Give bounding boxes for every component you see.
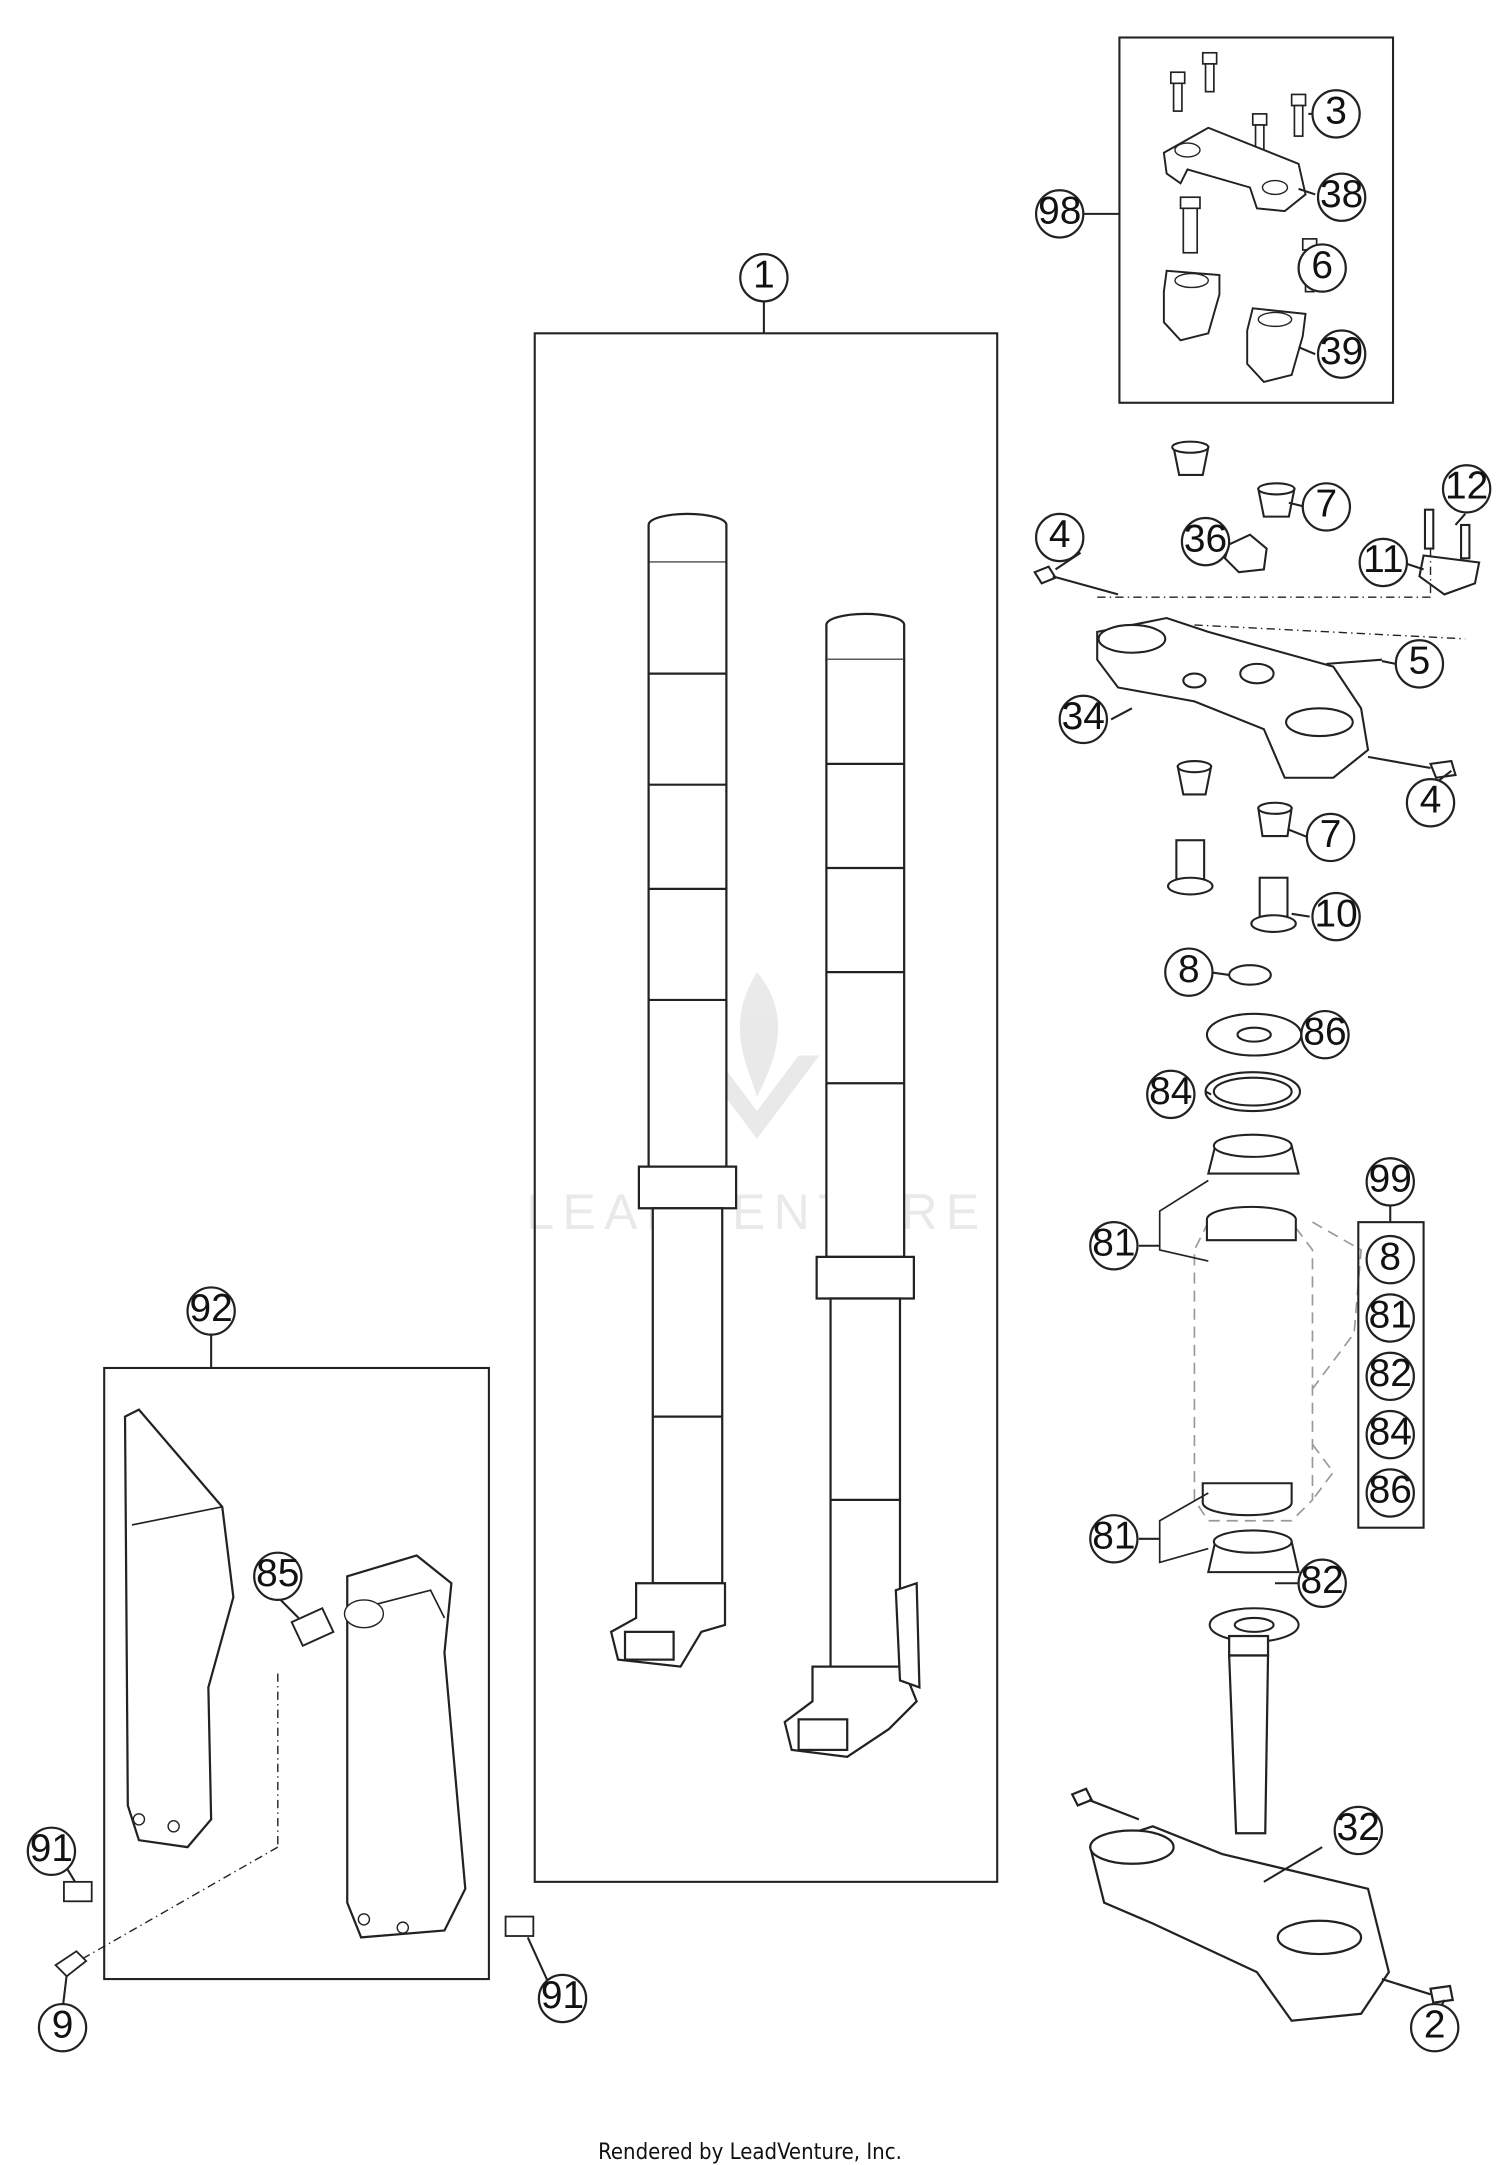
watermark: LEADVENTURE	[526, 972, 987, 1240]
callout-34: 34	[1058, 694, 1109, 745]
fork-assembly-group	[533, 298, 999, 1883]
handlebar-lower-clamp	[1162, 269, 1221, 342]
callout-1: 1	[739, 253, 789, 303]
svg-text:8: 8	[1379, 1235, 1401, 1278]
callout-92: 92	[186, 1286, 236, 1336]
callout-5: 5	[1394, 639, 1445, 689]
callout-86: 86	[1300, 1009, 1350, 1060]
svg-text:11: 11	[1363, 538, 1403, 581]
fork-guard-group	[54, 1333, 535, 1981]
kit-99-contents: 8 81 82 84 86	[1365, 1234, 1415, 1518]
svg-text:81: 81	[1369, 1294, 1412, 1337]
callout-9: 9	[37, 2002, 88, 2053]
svg-text:6: 6	[1311, 244, 1333, 287]
upper-triple-clamp-group	[1033, 440, 1481, 1113]
callout-36: 36	[1180, 516, 1231, 567]
kit-99-item: 82	[1365, 1351, 1415, 1402]
upper-triple-clamp	[1096, 616, 1370, 779]
svg-text:7: 7	[1320, 813, 1342, 856]
callout-91: 91	[26, 1826, 77, 1877]
svg-text:39: 39	[1320, 330, 1363, 373]
svg-text:4: 4	[1420, 778, 1442, 821]
svg-text:91: 91	[541, 1974, 584, 2017]
svg-text:84: 84	[1369, 1410, 1412, 1453]
callout-84: 84	[1146, 1069, 1196, 1120]
callout-38: 38	[1316, 172, 1367, 222]
svg-text:86: 86	[1303, 1010, 1346, 1053]
kit-99-item: 8	[1365, 1234, 1415, 1285]
svg-text:92: 92	[190, 1287, 233, 1330]
callout-81: 81	[1089, 1514, 1139, 1564]
callout-32: 32	[1333, 1805, 1384, 1856]
svg-text:81: 81	[1092, 1221, 1135, 1264]
watermark-text: LEADVENTURE	[526, 1184, 987, 1240]
steering-nut	[1223, 533, 1268, 574]
kit-99-item: 86	[1365, 1468, 1415, 1518]
steering-damper-plate	[1418, 554, 1481, 596]
callout-81: 81	[1089, 1221, 1139, 1271]
svg-text:86: 86	[1369, 1469, 1412, 1512]
callout-3: 3	[1311, 89, 1361, 139]
callout-7: 7	[1305, 812, 1356, 863]
screw-9	[54, 1950, 88, 1978]
svg-text:82: 82	[1369, 1352, 1412, 1395]
guard-clip	[290, 1606, 335, 1648]
svg-text:91: 91	[30, 1827, 73, 1870]
kit-99-item: 81	[1365, 1293, 1415, 1343]
callout-85: 85	[253, 1551, 303, 1602]
svg-text:82: 82	[1301, 1559, 1344, 1602]
callout-7: 7	[1301, 482, 1352, 532]
left-fork-leg	[609, 512, 738, 1668]
callout-bubbles: 1983386391273641153447108868499818182322…	[26, 89, 1492, 2053]
steering-bearing-group	[1158, 1133, 1362, 1643]
callout-8: 8	[1164, 947, 1214, 997]
clamp-bolt	[1169, 51, 1307, 151]
callout-39: 39	[1316, 329, 1367, 379]
svg-text:38: 38	[1320, 173, 1363, 216]
collar-nut-left	[63, 1880, 93, 1903]
collar-nut-right	[504, 1915, 535, 1937]
callout-12: 12	[1441, 464, 1492, 514]
svg-text:98: 98	[1038, 190, 1081, 233]
svg-text:3: 3	[1325, 90, 1347, 133]
svg-text:36: 36	[1184, 517, 1227, 560]
callout-99: 99	[1365, 1157, 1415, 1207]
kit-99-item: 84	[1365, 1409, 1415, 1460]
svg-text:9: 9	[52, 2003, 74, 2046]
svg-text:81: 81	[1092, 1515, 1135, 1558]
svg-text:2: 2	[1424, 2003, 1446, 2046]
callout-10: 10	[1311, 891, 1361, 942]
lower-triple-clamp	[1070, 1634, 1455, 2022]
callout-4: 4	[1034, 512, 1085, 563]
svg-text:5: 5	[1409, 640, 1431, 683]
svg-text:34: 34	[1062, 695, 1105, 738]
svg-text:32: 32	[1337, 1806, 1380, 1849]
left-fork-guard	[123, 1408, 235, 1849]
right-fork-leg	[783, 612, 921, 1759]
svg-text:85: 85	[256, 1552, 299, 1595]
callout-11: 11	[1358, 537, 1409, 588]
svg-text:7: 7	[1316, 483, 1338, 526]
svg-text:10: 10	[1314, 892, 1357, 935]
svg-text:12: 12	[1445, 465, 1488, 508]
right-fork-guard	[346, 1554, 467, 1939]
callout-2: 2	[1409, 2002, 1460, 2053]
callout-6: 6	[1297, 243, 1347, 293]
svg-text:8: 8	[1178, 948, 1200, 991]
callout-91: 91	[537, 1973, 588, 2024]
svg-text:1: 1	[753, 253, 775, 296]
callout-82: 82	[1297, 1558, 1347, 1608]
svg-text:4: 4	[1049, 513, 1071, 556]
svg-text:84: 84	[1149, 1070, 1192, 1113]
callout-98: 98	[1034, 189, 1085, 239]
svg-text:99: 99	[1369, 1158, 1412, 1201]
footer-credit: Rendered by LeadVenture, Inc.	[598, 2140, 902, 2165]
callout-4: 4	[1405, 778, 1456, 828]
